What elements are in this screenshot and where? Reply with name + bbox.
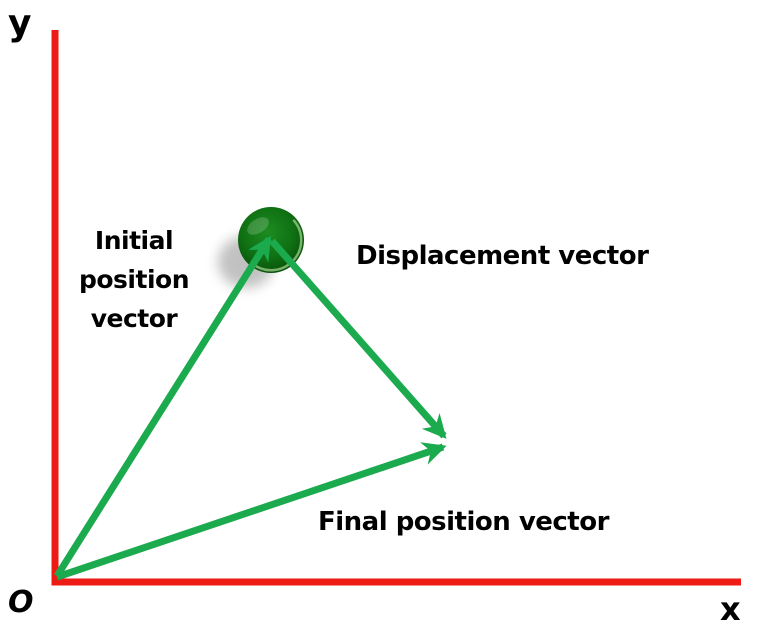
y-axis-label: y (8, 3, 31, 44)
displacement-vector-label: Displacement vector (356, 241, 649, 271)
initial-label-line-1: Initial (94, 226, 174, 255)
initial-label-line-2: position (78, 265, 190, 294)
final-position-vector-arrow (55, 442, 447, 581)
final-position-vector-label: Final position vector (318, 507, 609, 537)
ball-sheen (247, 217, 269, 235)
initial-position-vector-label: Initial position vector (34, 221, 234, 338)
origin-label: O (8, 585, 34, 620)
initial-label-line-3: vector (90, 304, 178, 333)
initial-position-vector-arrow (54, 235, 272, 578)
x-axis-label: x (720, 590, 741, 628)
displacement-vector-arrow (269, 238, 447, 439)
